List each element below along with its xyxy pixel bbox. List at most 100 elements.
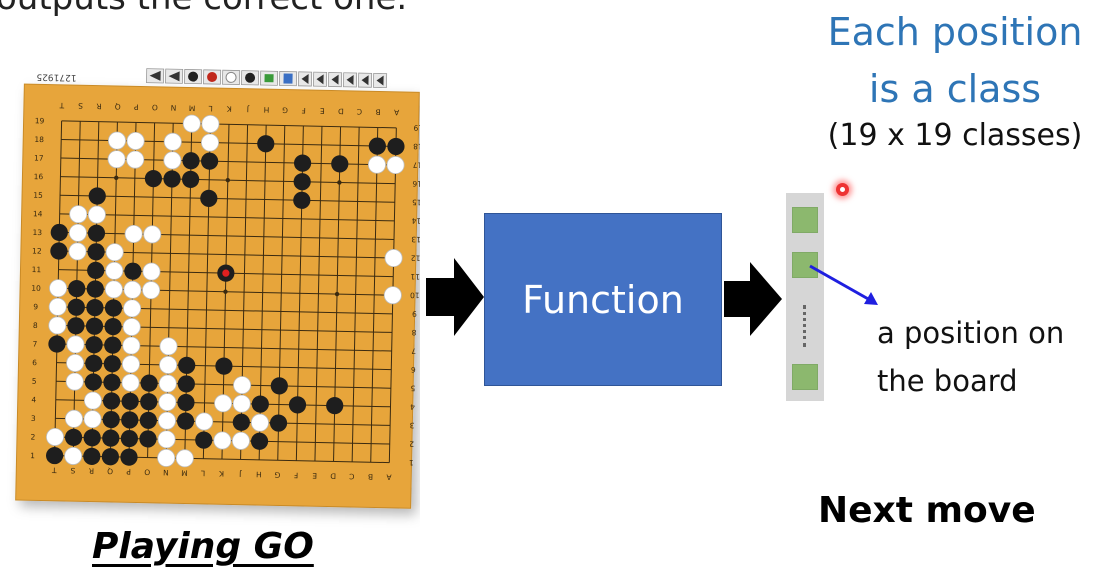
coordinate-label: 4 bbox=[410, 402, 415, 411]
black-stone bbox=[177, 375, 195, 393]
coordinate-label: 5 bbox=[32, 377, 37, 386]
white-stone bbox=[157, 430, 176, 449]
black-stone bbox=[87, 243, 105, 261]
star-point bbox=[225, 177, 231, 183]
white-stone bbox=[66, 353, 85, 372]
white-stone bbox=[123, 280, 142, 299]
black-stone bbox=[326, 397, 344, 415]
coordinate-label: L bbox=[208, 104, 213, 113]
black-stone bbox=[215, 357, 233, 375]
black-stone bbox=[121, 411, 139, 429]
coordinate-label: 17 bbox=[412, 160, 420, 169]
coordinate-label: H bbox=[256, 470, 262, 479]
white-stone bbox=[163, 151, 182, 170]
white-stone bbox=[122, 336, 141, 355]
next-move-label: Next move bbox=[818, 490, 1036, 531]
black-stone bbox=[387, 137, 405, 156]
black-stone bbox=[163, 170, 181, 188]
coordinate-label: R bbox=[89, 466, 94, 475]
white-stone bbox=[384, 249, 403, 268]
black-stone bbox=[195, 431, 213, 449]
white-stone bbox=[64, 409, 83, 428]
coordinate-label: M bbox=[189, 104, 196, 113]
white-stone bbox=[157, 411, 176, 430]
board-stones bbox=[45, 114, 405, 468]
black-stone bbox=[368, 137, 386, 155]
coordinate-label: M bbox=[181, 468, 188, 477]
coordinate-label: H bbox=[264, 105, 270, 114]
black-stone bbox=[87, 261, 105, 280]
coordinate-label: O bbox=[152, 103, 158, 112]
output-class-title-line2: is a class bbox=[868, 67, 1042, 111]
black-stone bbox=[102, 410, 120, 429]
coordinate-label: B bbox=[375, 107, 380, 116]
black-stone bbox=[104, 317, 122, 336]
black-stone bbox=[288, 396, 307, 414]
white-stone bbox=[68, 242, 87, 261]
white-stone bbox=[69, 205, 88, 224]
coordinate-label: 12 bbox=[32, 246, 42, 255]
coordinate-label: E bbox=[320, 106, 325, 115]
white-stone bbox=[121, 355, 140, 374]
prev-icon bbox=[327, 72, 343, 88]
white-stone bbox=[66, 335, 85, 354]
black-stone bbox=[85, 317, 104, 335]
coordinate-label: D bbox=[338, 107, 344, 116]
coordinate-label: T bbox=[52, 466, 58, 475]
undo-icon bbox=[165, 68, 184, 84]
white-stone bbox=[232, 394, 251, 413]
black-stone bbox=[139, 411, 157, 429]
coordinate-label: 10 bbox=[410, 291, 420, 300]
coordinate-label: J bbox=[239, 469, 242, 478]
green-arrow-icon bbox=[260, 70, 279, 86]
black-stone bbox=[48, 335, 66, 353]
black-stone bbox=[104, 336, 122, 354]
red-pointer-dot-icon bbox=[836, 183, 849, 196]
white-stone bbox=[104, 280, 123, 299]
white-stone bbox=[105, 243, 124, 262]
coordinate-label: 14 bbox=[411, 216, 420, 225]
star-point bbox=[223, 289, 228, 294]
white-stone bbox=[159, 355, 178, 374]
coordinate-label: 6 bbox=[32, 358, 37, 367]
black-stone bbox=[64, 428, 83, 446]
coordinate-label: N bbox=[163, 468, 169, 477]
black-stone bbox=[200, 189, 218, 207]
coordinate-label: 13 bbox=[32, 228, 42, 237]
coordinate-label: K bbox=[218, 469, 224, 478]
white-stone bbox=[214, 394, 233, 413]
coordinate-label: 8 bbox=[33, 321, 38, 330]
coordinate-label: 14 bbox=[33, 209, 43, 218]
ellipsis-dots bbox=[803, 305, 807, 347]
black-stone bbox=[50, 242, 68, 260]
white-stone bbox=[121, 373, 140, 392]
black-stone bbox=[176, 412, 195, 430]
board-caption: Playing GO bbox=[92, 526, 314, 567]
white-stone bbox=[68, 223, 87, 242]
white-stone bbox=[126, 150, 145, 169]
top-text-fragment: outputs the correct one. bbox=[0, 0, 407, 18]
white-stone bbox=[122, 317, 141, 336]
black-stone bbox=[232, 413, 250, 431]
coordinate-label: 1 bbox=[409, 458, 414, 467]
white-stone bbox=[126, 132, 145, 151]
white-stone bbox=[107, 150, 126, 169]
coordinate-label: E bbox=[312, 471, 317, 480]
black-stone bbox=[177, 393, 195, 412]
coordinate-label: A bbox=[393, 108, 399, 117]
black-stone bbox=[121, 392, 139, 410]
white-stone bbox=[142, 262, 161, 281]
black-stone bbox=[102, 429, 120, 447]
white-stone bbox=[367, 155, 386, 174]
white-stone bbox=[108, 131, 127, 150]
coordinate-label: 15 bbox=[412, 198, 420, 207]
white-stone bbox=[65, 372, 84, 391]
white-stone bbox=[182, 114, 201, 133]
coordinate-label: C bbox=[349, 472, 354, 481]
black-stone bbox=[124, 262, 142, 280]
white-stone bbox=[49, 279, 68, 298]
go-board: 1271925 AABBCCDDEEFFGGHHJJKKLLMMNNOOPPQQ… bbox=[15, 68, 423, 509]
output-class-title: Each position is a class bbox=[790, 4, 1114, 118]
output-class-cell bbox=[792, 252, 818, 278]
white-stone bbox=[83, 410, 102, 429]
